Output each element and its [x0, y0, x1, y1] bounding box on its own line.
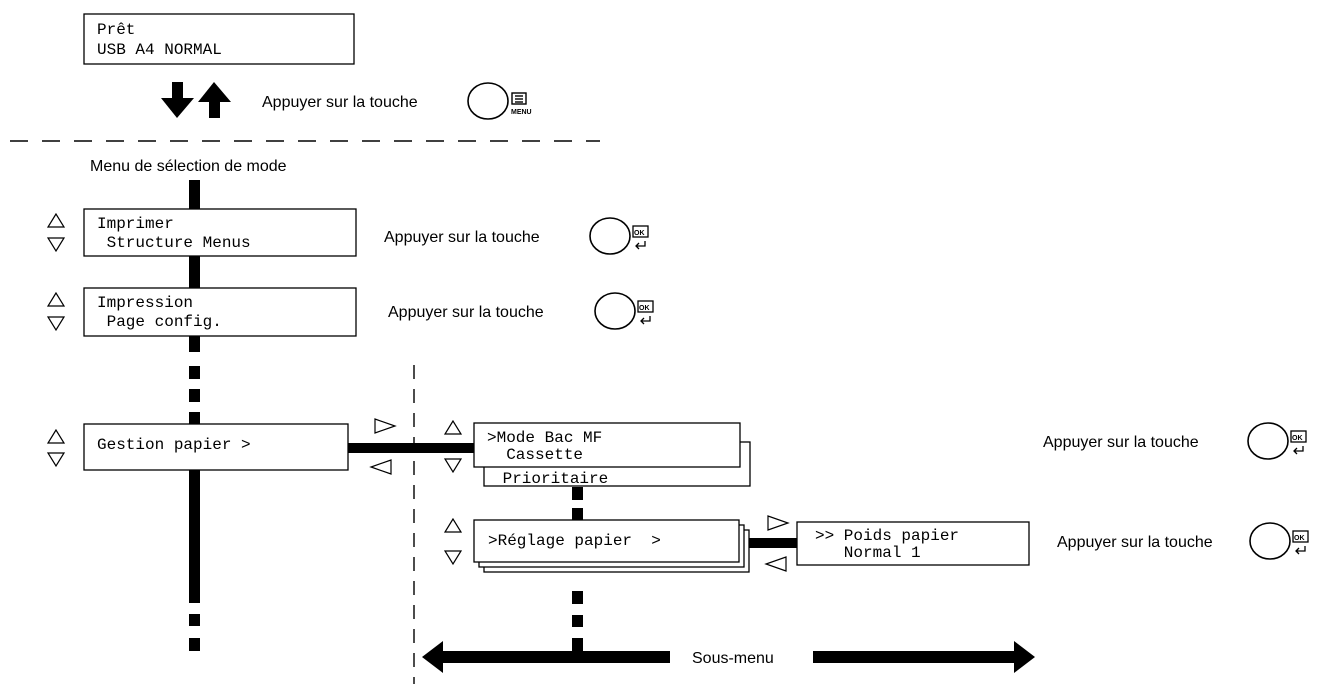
main-connector [189, 180, 200, 651]
scroll-arrows-icon [46, 291, 66, 332]
left-arrow-icon [764, 556, 787, 572]
instruction-menu: Appuyer sur la touche [262, 94, 418, 111]
poids-connector [749, 538, 797, 548]
display-line1: Prêt [97, 21, 135, 39]
menu-item-impression: Impression Page config. [83, 287, 357, 337]
instruction-poids: Appuyer sur la touche [1057, 534, 1213, 551]
left-arrow-icon [369, 459, 392, 475]
down-arrow-icon [161, 82, 194, 118]
poids-line1: >> Poids papier [815, 527, 959, 545]
submenu-lower-connector [572, 591, 583, 651]
instruction-item1: Appuyer sur la touche [384, 229, 540, 246]
menu-key-label: MENU [511, 109, 532, 116]
submenu-poids-papier: >> Poids papier Normal 1 [796, 521, 1030, 566]
ok-key-icon: OK [1247, 422, 1307, 460]
ok-key-icon: OK [1249, 522, 1309, 560]
scroll-arrows-icon [46, 428, 66, 468]
item2-line1: Impression [97, 294, 193, 312]
item1-line2: Structure Menus [97, 234, 251, 252]
submenu-mode-bac-mf: >Mode Bac MF Cassette Prioritaire [473, 422, 751, 488]
ok-key-label: OK [1292, 435, 1303, 442]
instruction-mode-bac: Appuyer sur la touche [1043, 434, 1199, 451]
right-arrow-icon [813, 641, 1035, 673]
instruction-item2: Appuyer sur la touche [388, 304, 544, 321]
submenu-connector [348, 443, 474, 453]
submenu-label: Sous-menu [692, 650, 774, 667]
display-line2: USB A4 NORMAL [97, 41, 222, 59]
ok-key-icon: OK [589, 217, 649, 255]
scroll-arrows-icon [443, 517, 463, 566]
submenu-span-arrow: Sous-menu [422, 641, 1035, 673]
up-arrow-icon [198, 82, 231, 118]
menu-key-icon: MENU [467, 82, 532, 120]
display-panel: Prêt USB A4 NORMAL [83, 13, 355, 65]
menu-item-imprimer: Imprimer Structure Menus [83, 208, 357, 257]
mode-bac-line3: Prioritaire [493, 470, 608, 488]
scroll-arrows-icon [443, 419, 463, 474]
item1-line1: Imprimer [97, 215, 174, 233]
item3-line1: Gestion papier > [97, 436, 251, 454]
left-arrow-icon [422, 641, 670, 673]
ok-key-icon: OK [594, 292, 654, 330]
right-arrow-icon [374, 418, 397, 434]
submenu-reglage-papier: >Réglage papier > [473, 519, 750, 573]
ok-key-label: OK [639, 305, 650, 312]
menu-item-gestion-papier: Gestion papier > [83, 423, 349, 471]
reglage-line1: >Réglage papier > [488, 532, 661, 550]
mode-bac-line1: >Mode Bac MF [487, 429, 602, 447]
submenu-vertical-connector [572, 487, 583, 520]
ok-key-label: OK [1294, 535, 1305, 542]
ok-key-label: OK [634, 230, 645, 237]
mode-bac-line2: Cassette [487, 446, 583, 464]
item2-line2: Page config. [97, 313, 222, 331]
poids-line2: Normal 1 [815, 544, 921, 562]
right-arrow-icon [767, 515, 790, 531]
scroll-arrows-icon [46, 212, 66, 253]
mode-menu-title: Menu de sélection de mode [90, 158, 287, 175]
